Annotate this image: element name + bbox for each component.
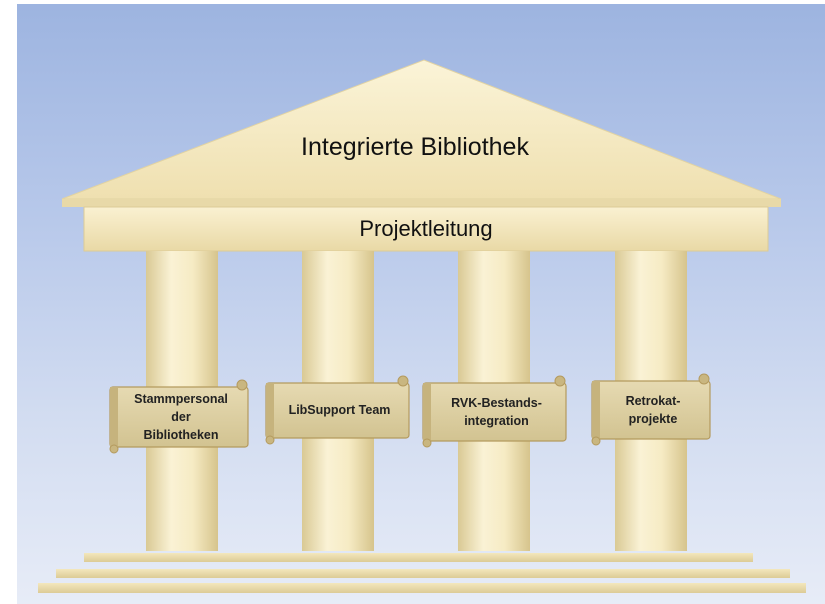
step-top: [84, 553, 753, 562]
scroll-banner-2: [265, 375, 410, 445]
roof-title: Integrierte Bibliothek: [301, 133, 529, 161]
roof-pediment: [61, 59, 782, 200]
architrave: [83, 206, 769, 252]
pillar-label-3: RVK-Bestands- integration: [451, 395, 542, 428]
scroll-banner-1: [109, 379, 249, 454]
pillar-label-2: LibSupport Team: [288, 403, 391, 418]
scroll-banner-3: [422, 375, 567, 448]
beam-title: Projektleitung: [359, 216, 493, 241]
pillar-label-1: Stammpersonal der Bibliotheken: [134, 391, 228, 443]
roof-ledge: [62, 199, 781, 207]
pillar-label-4: Retrokat- projekte: [625, 393, 681, 426]
step-bottom: [38, 583, 806, 593]
step-middle: [56, 569, 790, 578]
scroll-banner-4: [591, 373, 711, 446]
